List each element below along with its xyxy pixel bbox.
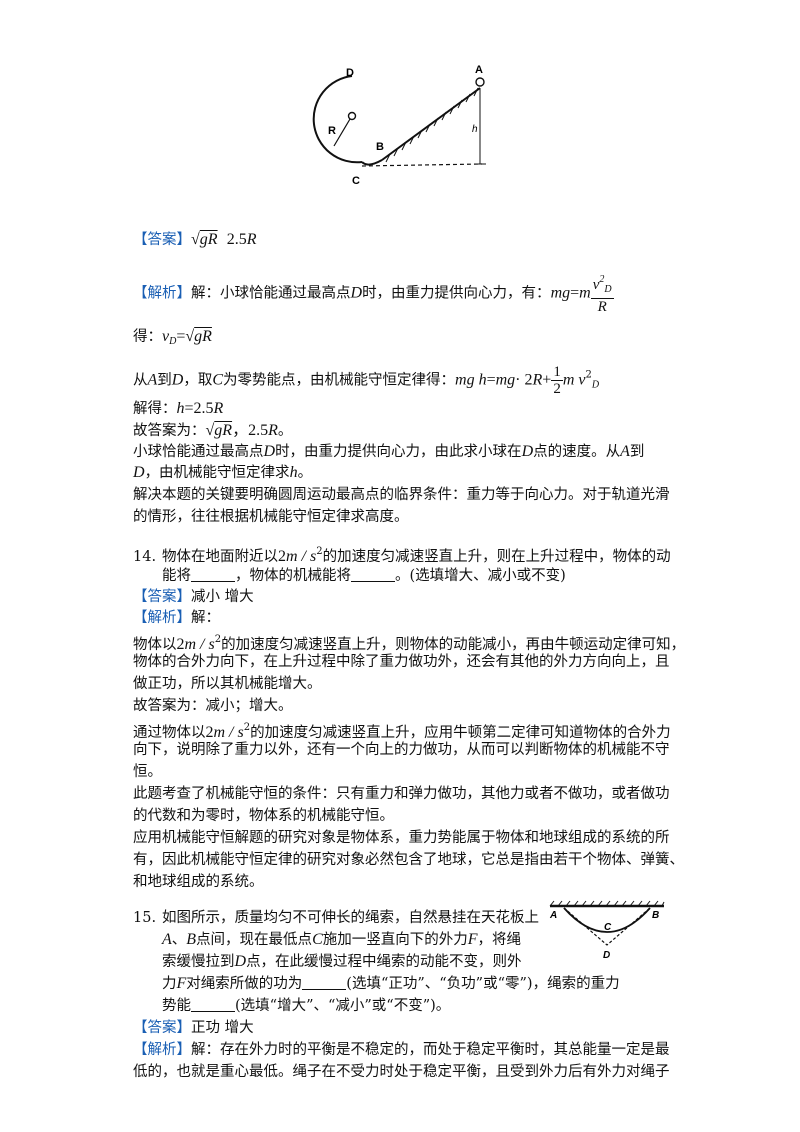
q14-analysis-10: 的代数和为零时，物体系的机械能守恒。 — [133, 808, 394, 824]
label-R: R — [328, 125, 336, 137]
q13-analysis-4: 解得：h=2.5R — [133, 400, 224, 417]
q14-answer: 【答案】减小 增大 — [133, 589, 254, 605]
q14-analysis-6: 通过物体以2m / s2的加速度匀减速竖直上升，应用牛顿第二定律可知道物体的合外… — [133, 722, 671, 741]
q14-question-2: 能将，物体的机械能将。(选填增大、减小或不变) — [162, 567, 566, 584]
q14-analysis-12: 有，因此机械能守恒定律的研究对象必然包含了地球，它总是指由若干个物体、弹簧、 — [133, 852, 684, 868]
blank-2[interactable] — [351, 567, 395, 582]
q15-answer: 【答案】正功 增大 — [133, 1020, 254, 1036]
blank-4[interactable] — [191, 997, 235, 1012]
q13-analysis-7: D，由机械能守恒定律求h。 — [133, 464, 313, 481]
q14-analysis-8: 恒。 — [133, 764, 162, 780]
q13-answer: 【答案】√gR 2.5R — [133, 231, 257, 248]
rope-label-A: A — [549, 910, 557, 921]
q14-analysis-9: 此题考查了机械能守恒的条件：只有重力和弹力做功，其他力或者不做功，或者做功 — [133, 786, 670, 802]
rope-label-D: D — [603, 950, 610, 961]
rope-label-C: C — [604, 922, 612, 933]
q15-question-3: 索缓慢拉到D点，在此缓慢过程中绳索的动能不变，则外 — [162, 953, 522, 970]
q14-analysis-3: 物体的合外力向下，在上升过程中除了重力做功外，还会有其他的外力方向向上，且 — [133, 654, 670, 670]
rope-label-B: B — [652, 910, 659, 921]
q14-question-1: 14.物体在地面附近以2m / s2的加速度匀减速竖直上升，则在上升过程中，物体… — [133, 546, 671, 565]
q15-analysis-1: 【解析】解：存在外力时的平衡是不稳定的，而处于稳定平衡时，其总能量一定是最 — [133, 1042, 670, 1058]
label-h: h — [472, 124, 478, 135]
blank-3[interactable] — [302, 975, 347, 990]
label-A: A — [475, 64, 483, 76]
q14-analysis-5: 故答案为：减小；增大。 — [133, 698, 293, 714]
q15-analysis-2: 低的，也就是重心最低。绳子在不受力时处于稳定平衡，且受到外力后有外力对绳子 — [133, 1064, 670, 1080]
blank-1[interactable] — [191, 567, 235, 582]
label-C: C — [352, 175, 360, 187]
q14-analysis-2: 物体以2m / s2的加速度匀减速竖直上升，则物体的动能减小，再由牛顿运动定律可… — [133, 634, 686, 653]
q13-analysis-5: 故答案为：√gR，2.5R。 — [133, 422, 293, 439]
q14-analysis-1: 【解析】解： — [133, 610, 220, 626]
q14-analysis-13: 和地球组成的系统。 — [133, 874, 264, 890]
q14-analysis-11: 应用机械能守恒解题的研究对象是物体系，重力势能属于物体和地球组成的系统的所 — [133, 830, 670, 846]
label-D: D — [346, 67, 354, 79]
track-diagram: D R B C A h — [312, 64, 486, 187]
q14-analysis-7: 向下，说明除了重力以外，还有一个向上的力做功，从而可以判断物体的机械能不守 — [133, 742, 670, 758]
q13-analysis-9: 的情形，往往根据机械能守恒定律求高度。 — [133, 509, 409, 525]
q15-question-2: A、B点间，现在最低点C施加一竖直向下的外力F，将绳 — [162, 931, 522, 948]
q13-analysis-6: 小球恰能通过最高点D时，由重力提供向心力，由此求小球在D点的速度。从A到 — [133, 443, 645, 460]
q13-analysis-2: 得：vD=√gR — [133, 328, 212, 347]
label-B: B — [376, 141, 384, 153]
q13-analysis-8: 解决本题的关键要明确圆周运动最高点的临界条件：重力等于向心力。对于轨道光滑 — [133, 487, 670, 503]
q14-analysis-4: 做正功，所以其机械能增大。 — [133, 676, 322, 692]
q15-question-5: 势能(选填“增大”、“减小”或“不变”)。 — [162, 997, 451, 1014]
q15-question-1: 15.如图所示，质量均匀不可伸长的绳索，自然悬挂在天花板上 — [133, 910, 539, 926]
q15-question-4: 力F对绳索所做的功为(选填“正功”、“负功”或“零”)，绳索的重力 — [162, 975, 620, 992]
rope-diagram: A B C D — [549, 900, 665, 961]
